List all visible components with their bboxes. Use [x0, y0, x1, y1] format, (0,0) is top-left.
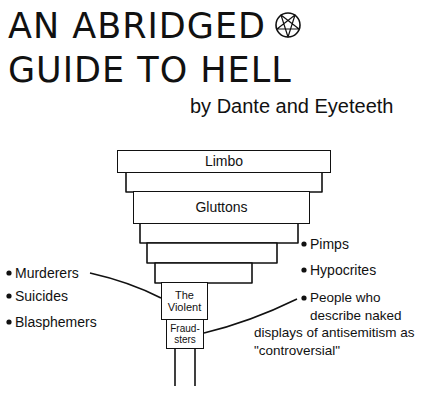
- label-block: Blasphemers: [15, 313, 135, 331]
- leader-line: [90, 273, 161, 298]
- title: AN ABRIDGED GUIDE TO HELL: [8, 6, 292, 90]
- hell-tier: [126, 172, 322, 192]
- label-block: Pimps: [310, 235, 410, 253]
- label-block: Suicides: [15, 287, 125, 305]
- sinner-list-item: Suicides: [15, 288, 68, 304]
- bullet-dot: [301, 267, 306, 272]
- indent-spacer: [254, 289, 310, 323]
- hell-tier: [147, 243, 277, 263]
- title-block: AN ABRIDGED GUIDE TO HELL: [8, 4, 348, 92]
- circle-band: Gluttons: [133, 191, 310, 224]
- hell-tier: [155, 263, 252, 283]
- circle-name: The Violent: [162, 289, 207, 313]
- sinner-list-item: Murderers: [15, 265, 79, 281]
- sinner-list-item: Hypocrites: [310, 262, 376, 278]
- circle-name: Limbo: [205, 154, 243, 169]
- label-block: Murderers: [15, 264, 125, 282]
- circle-name: Fraud-sters: [167, 323, 203, 345]
- sinner-list-item: Blasphemers: [15, 314, 97, 330]
- bullet-dot: [301, 295, 306, 300]
- bullet-dot: [6, 319, 11, 324]
- bullet-dot: [6, 270, 11, 275]
- hell-tier: [140, 223, 298, 243]
- circle-band: The Violent: [161, 282, 208, 320]
- label-block: by Dante and Eyeteeth: [190, 93, 418, 119]
- label-block: People who describe naked displays of an…: [254, 289, 416, 359]
- bullet-dot: [6, 293, 11, 298]
- label-block: Hypocrites: [310, 261, 416, 279]
- circle-band: Limbo: [117, 150, 331, 173]
- pentagram-symbol: [277, 15, 299, 37]
- pentagram-symbol: [276, 13, 300, 37]
- sinner-list-item: People who describe naked displays of an…: [254, 290, 415, 358]
- circle-band: Fraud-sters: [166, 319, 204, 349]
- hell-tier: [175, 348, 195, 386]
- byline: by Dante and Eyeteeth: [190, 95, 393, 117]
- bullet-dot: [301, 241, 306, 246]
- circle-name: Gluttons: [195, 200, 247, 215]
- sinner-list-item: Pimps: [310, 236, 349, 252]
